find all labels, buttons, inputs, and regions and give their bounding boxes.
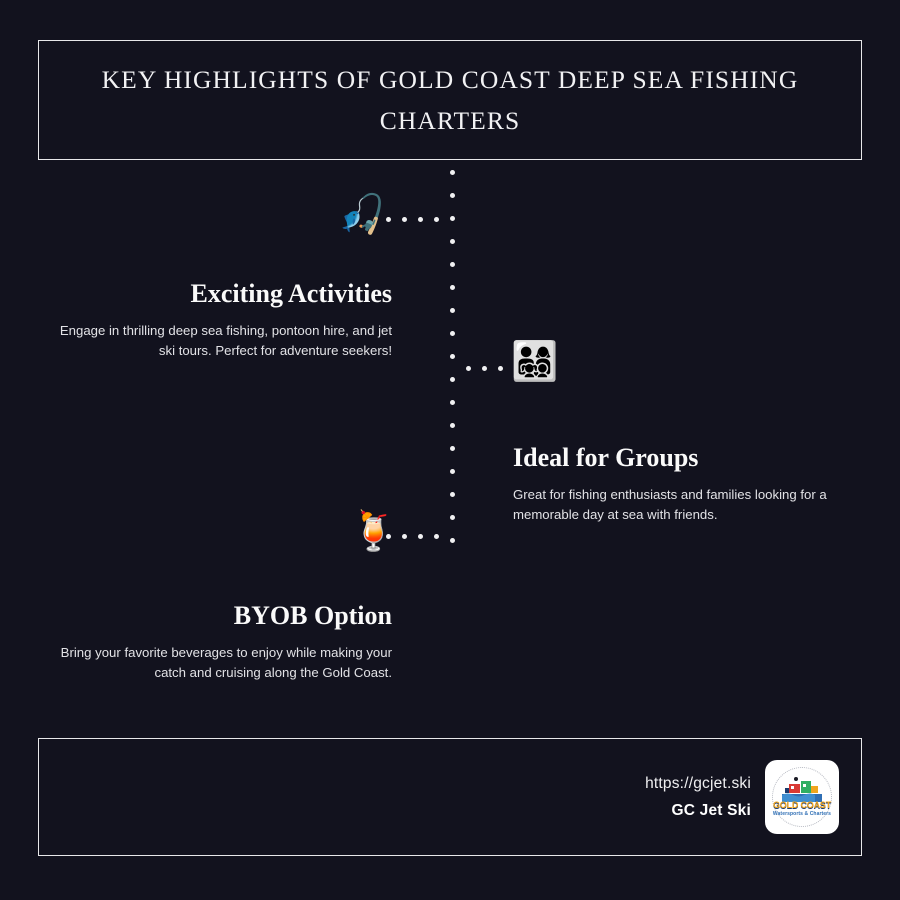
connector-dot xyxy=(449,330,455,336)
connector-dot xyxy=(449,215,455,221)
connector-dot xyxy=(433,533,439,539)
brand-name: GC Jet Ski xyxy=(671,801,751,819)
connector-dot xyxy=(385,533,391,539)
footer-frame: https://gcjet.ski GC Jet Ski GOLD COAST xyxy=(38,738,862,856)
block-heading: BYOB Option xyxy=(233,601,392,630)
title-frame: Key Highlights of Gold Coast Deep Sea Fi… xyxy=(38,40,862,160)
footer-content: https://gcjet.ski GC Jet Ski GOLD COAST xyxy=(645,739,839,855)
block-body: Engage in thrilling deep sea fishing, po… xyxy=(59,322,392,358)
connector-dot xyxy=(449,491,455,497)
connector-dot xyxy=(449,422,455,428)
logo-wordmark: GOLD COAST xyxy=(773,800,831,810)
block-heading: Exciting Activities xyxy=(190,279,392,308)
footer-text-group: https://gcjet.ski GC Jet Ski xyxy=(645,775,751,820)
connector-dot xyxy=(401,216,407,222)
connector-dot xyxy=(465,365,471,371)
connector-dot xyxy=(449,169,455,175)
logo-ring-decoration xyxy=(772,767,832,827)
connector-dot xyxy=(449,353,455,359)
family-emoji: 👨‍👩‍👧‍👦 xyxy=(511,339,559,383)
block-byob-option: BYOB Option Bring your favorite beverage… xyxy=(52,600,392,683)
page-title: Key Highlights of Gold Coast Deep Sea Fi… xyxy=(101,64,799,135)
brand-logo: GOLD COAST Watersports & Charters xyxy=(765,760,839,834)
connector-dot xyxy=(481,365,487,371)
logo-subtext: Watersports & Charters xyxy=(772,811,832,817)
website-url[interactable]: https://gcjet.ski xyxy=(645,774,751,792)
fishing-pole-emoji: 🎣 xyxy=(338,192,386,236)
connector-dot xyxy=(417,533,423,539)
connector-dot xyxy=(449,284,455,290)
connector-dot xyxy=(449,192,455,198)
block-exciting-activities: Exciting Activities Engage in thrilling … xyxy=(52,278,392,361)
connector-dot xyxy=(449,261,455,267)
block-body: Great for fishing enthusiasts and famili… xyxy=(513,486,827,522)
connector-dot xyxy=(449,376,455,382)
connector-dot xyxy=(449,514,455,520)
connector-dot xyxy=(401,533,407,539)
connector-dot xyxy=(449,537,455,543)
tropical-drink-emoji: 🍹 xyxy=(350,509,398,553)
connector-dot xyxy=(449,307,455,313)
connector-dot xyxy=(449,399,455,405)
connector-dot xyxy=(449,468,455,474)
connector-dot xyxy=(385,216,391,222)
connector-dot xyxy=(417,216,423,222)
connector-dot xyxy=(433,216,439,222)
logo-artwork-icon xyxy=(782,777,822,802)
block-heading: Ideal for Groups xyxy=(513,443,699,472)
connector-dot xyxy=(497,365,503,371)
block-ideal-for-groups: Ideal for Groups Great for fishing enthu… xyxy=(513,442,853,525)
connector-dot xyxy=(449,238,455,244)
block-body: Bring your favorite beverages to enjoy w… xyxy=(60,644,392,680)
connector-dot xyxy=(449,445,455,451)
connector-dot xyxy=(513,365,519,371)
